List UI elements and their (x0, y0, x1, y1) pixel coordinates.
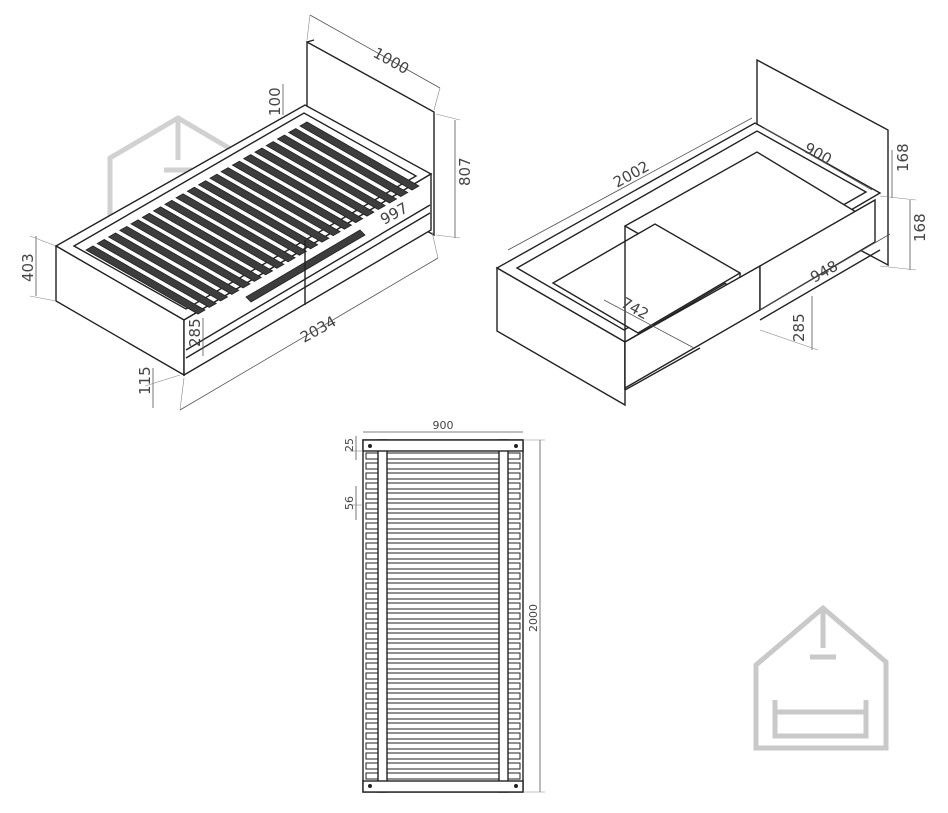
dim-drawer-height: 285 (790, 313, 808, 342)
dim-lines-iso (29, 14, 461, 411)
slat (365, 692, 521, 700)
slat (365, 472, 521, 480)
iso-slat (85, 245, 206, 315)
dim-headboard-thickness: 100 (266, 87, 284, 116)
slat (365, 492, 521, 500)
slat (365, 662, 521, 670)
iso-slat (220, 167, 341, 237)
slat (365, 672, 521, 680)
slat (365, 642, 521, 650)
iso-slat (118, 225, 240, 295)
slat (365, 622, 521, 630)
dim-total-height: 807 (456, 157, 474, 186)
slat (365, 682, 521, 690)
slat (365, 732, 521, 740)
slat (365, 602, 521, 610)
iso-slat (209, 173, 330, 243)
slat-rail-right (498, 439, 509, 793)
slat (365, 702, 521, 710)
iso-slat (96, 239, 218, 308)
slat (365, 572, 521, 580)
slat (365, 742, 521, 750)
iso-slat (130, 219, 251, 289)
dim-lines-frame (507, 117, 917, 351)
slat (365, 772, 521, 780)
slat (365, 482, 521, 490)
iso-slat (287, 128, 409, 197)
slat (365, 722, 521, 730)
dim-lines-plan (350, 431, 545, 793)
slat (365, 582, 521, 590)
frame-view: 2002 900 168 168 948 742 285 (495, 58, 929, 407)
slat (365, 532, 521, 540)
iso-slat (276, 134, 398, 204)
slat (365, 562, 521, 570)
iso-slat (186, 186, 308, 256)
dim-drawer-height: 285 (186, 318, 204, 347)
side-panel (183, 172, 432, 377)
slat (365, 712, 521, 720)
slat (365, 752, 521, 760)
bed-iso-view: 1000 100 807 997 403 285 2034 115 (19, 14, 474, 411)
dim-edge-gap: 25 (343, 438, 356, 452)
slat (365, 652, 521, 660)
slat (365, 632, 521, 640)
dim-slat-length: 2000 (527, 604, 540, 632)
slat-rail-left (377, 439, 388, 793)
drawer-box (759, 198, 876, 312)
dim-side-depth: 168 (911, 213, 929, 242)
iso-slat (254, 147, 375, 217)
iso-slat (197, 180, 319, 250)
slat (365, 462, 521, 470)
dim-leg-height: 115 (136, 366, 154, 395)
dim-overall-length: 2034 (297, 312, 339, 346)
slat (365, 522, 521, 530)
iso-slat (107, 232, 229, 302)
dim-slat-width: 900 (433, 419, 454, 432)
slat-plan-view: 900 2000 25 56 (343, 419, 545, 793)
dim-top-depth: 168 (894, 143, 912, 172)
iso-slat (164, 199, 285, 269)
dim-slat-pitch: 56 (343, 496, 356, 510)
plan-slats (365, 452, 521, 780)
iso-slat (175, 193, 296, 263)
slat (365, 502, 521, 510)
slat (365, 592, 521, 600)
slat (365, 552, 521, 560)
frame-foot-panel (496, 266, 626, 407)
house-sofa-watermark-icon (753, 604, 889, 751)
slat (365, 612, 521, 620)
iso-slat (299, 121, 420, 191)
iso-slat (152, 206, 274, 276)
iso-slats (85, 121, 420, 315)
slat (365, 542, 521, 550)
dim-frame-height: 403 (19, 253, 37, 282)
dim-headboard-width: 1000 (370, 44, 412, 78)
iso-slat (231, 160, 353, 230)
iso-slat (242, 154, 364, 224)
iso-slat (141, 212, 263, 282)
slat (365, 512, 521, 520)
slat (365, 762, 521, 770)
slat (365, 452, 521, 460)
iso-slat (265, 141, 387, 211)
